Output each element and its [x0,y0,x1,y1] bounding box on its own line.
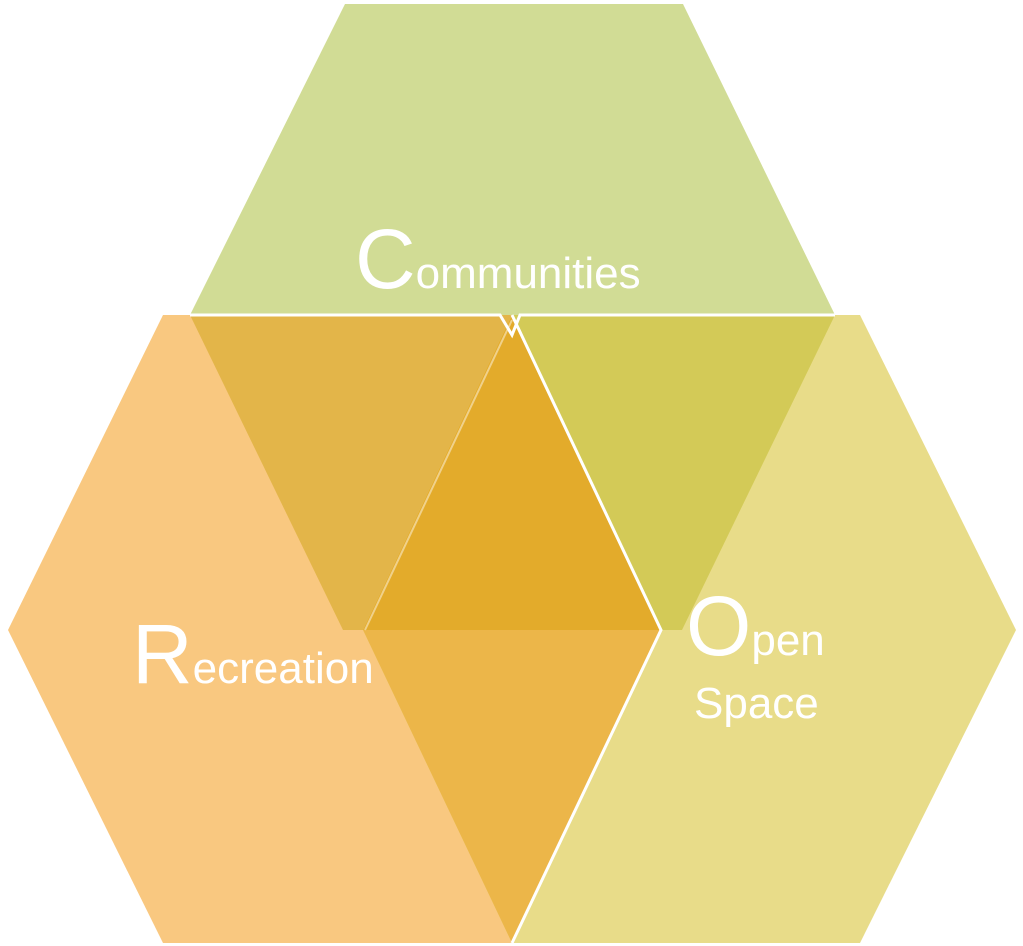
outline-communities-bottom [190,313,835,339]
recreation-initial: R [132,607,193,701]
communities-open-space-overlap [512,315,835,630]
communities-label: Communities [355,212,641,306]
recreation-open-space-overlap [363,630,661,943]
open-space-second-line: Space [694,679,819,728]
recreation-rest: ecreation [193,644,374,693]
outline-center-left [364,319,513,631]
communities-rest: ommunities [416,249,641,298]
center-overlap [363,315,661,630]
outline-center-right [510,314,663,944]
open-space-label: Open [686,579,825,673]
communities-recreation-overlap [190,315,512,630]
open-space-initial: O [686,579,751,673]
open-space-rest: pen [751,616,824,665]
recreation-label: Recreation [132,607,374,701]
communities-initial: C [355,212,416,306]
